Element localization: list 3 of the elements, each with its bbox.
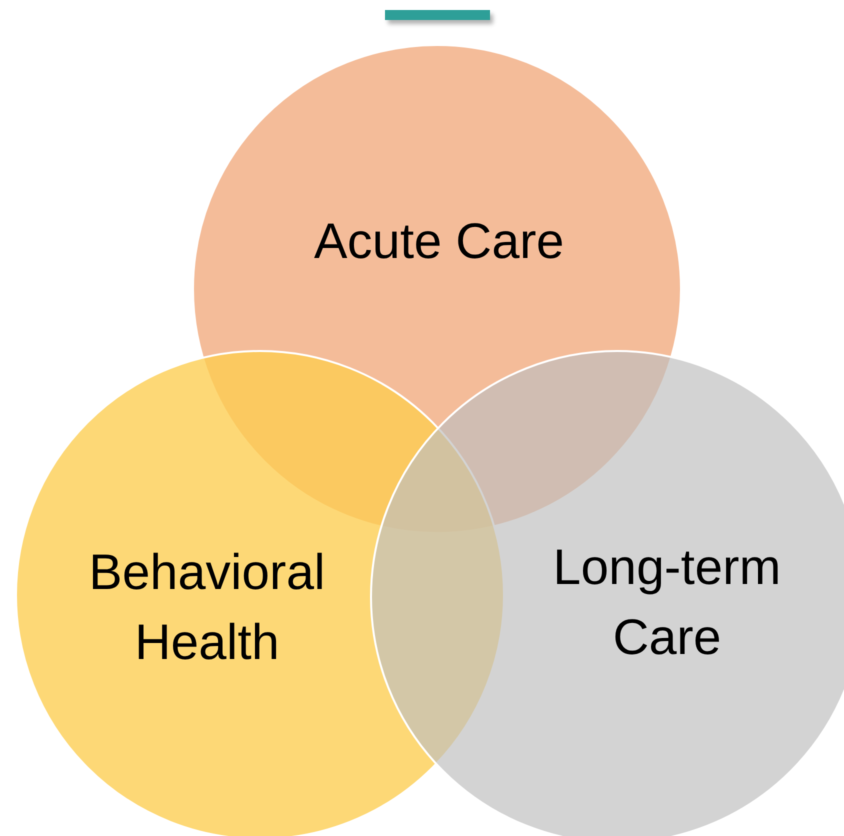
circle-label: Long-term Care: [552, 538, 782, 667]
circle-label: Behavioral Health: [88, 543, 326, 672]
circle-label: Acute Care: [312, 212, 566, 271]
